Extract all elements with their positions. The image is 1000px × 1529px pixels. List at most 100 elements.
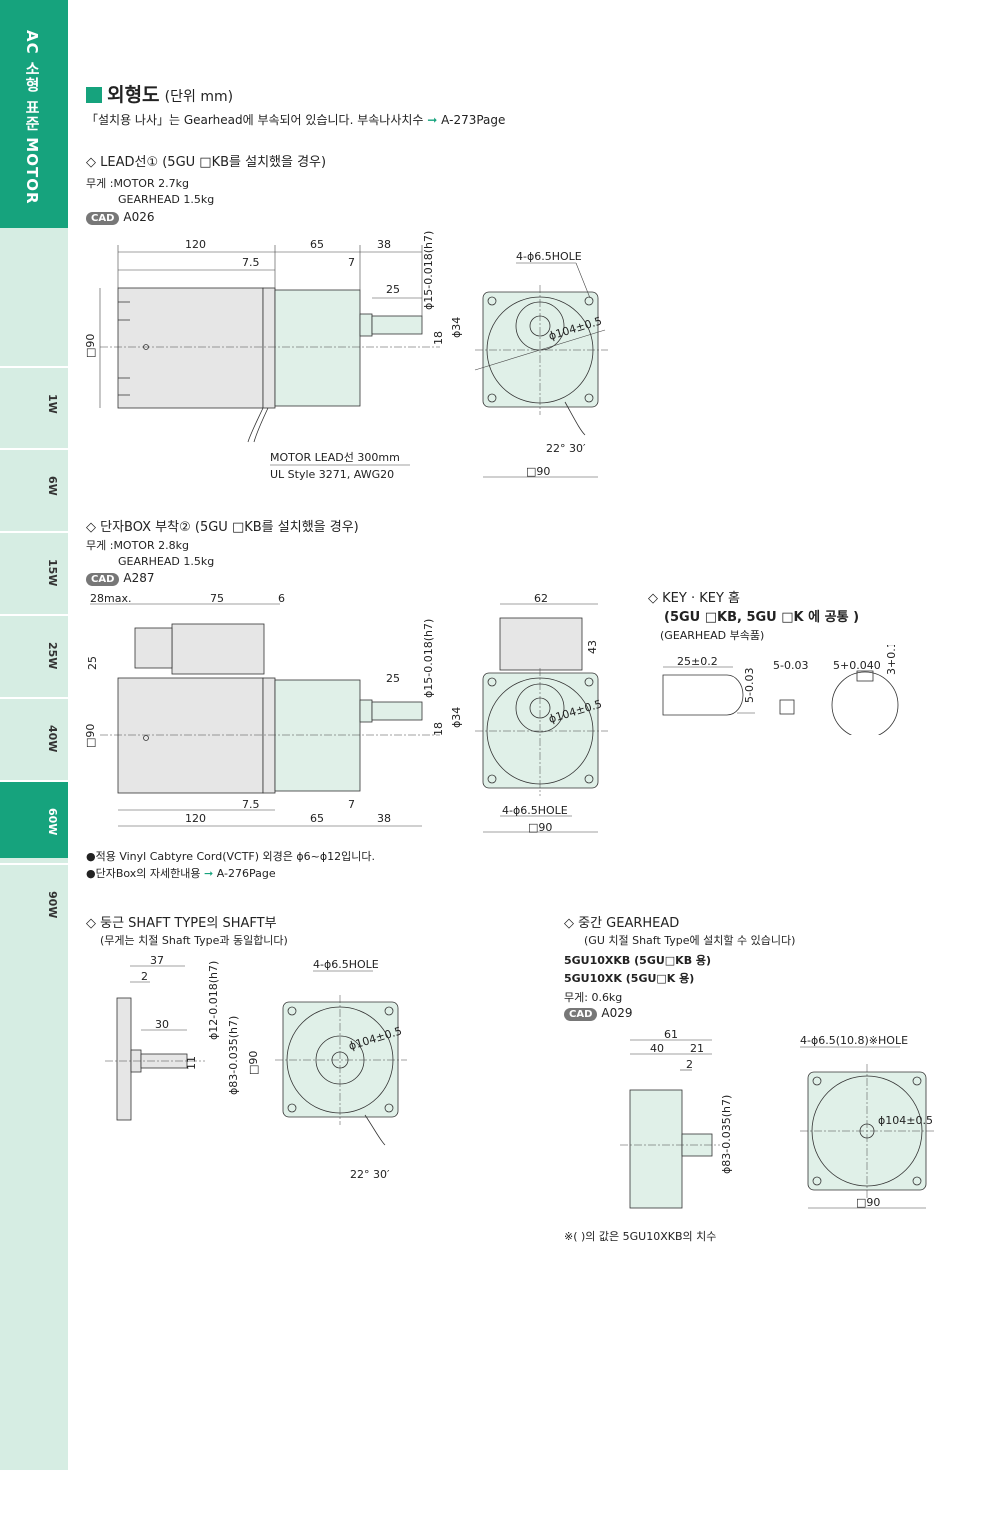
dim-40: 40 xyxy=(650,1042,664,1055)
key-note: (GEARHEAD 부속품) xyxy=(660,629,765,642)
dim-120: 120 xyxy=(185,812,206,825)
dim-hole: 4-ϕ6.5HOLE xyxy=(502,804,568,817)
model-2: 5GU10XK (5GU□K 용) xyxy=(564,972,695,985)
tab-90w[interactable]: 90W xyxy=(0,863,68,941)
terminal-box xyxy=(171,623,265,675)
drawing-key: 25±0.2 5-0.03 5-0.03 5+0.040 3+0.1 xyxy=(662,645,899,735)
dim-pilot: ϕ83-0.035(h7) xyxy=(720,1095,733,1174)
gearhead-body xyxy=(274,679,361,792)
dim-hole: 4-ϕ6.5(10.8)※HOLE xyxy=(800,1034,908,1047)
key-slot: 5+0.040 xyxy=(833,659,881,672)
dim-30: 30 xyxy=(155,1018,169,1031)
arrow-right-icon: ➞ xyxy=(427,113,438,127)
arrow-right-icon: ➞ xyxy=(204,867,214,880)
dim-sq90: □90 xyxy=(856,1196,880,1209)
dim-hole: 4-ϕ6.5HOLE xyxy=(516,250,582,263)
output-shaft xyxy=(371,701,423,721)
dim-7-5: 7.5 xyxy=(242,798,260,811)
dim-11: 11 xyxy=(185,1056,198,1070)
section4-title: ◇ 중간 GEARHEAD xyxy=(564,916,680,931)
key-width: 5-0.03 xyxy=(773,659,808,672)
dim-18: 18 xyxy=(432,722,445,736)
section3-title: ◇ 둥근 SHAFT TYPE의 SHAFT부 xyxy=(86,916,277,931)
dim-37: 37 xyxy=(150,954,164,967)
section2-title: ◇ 단자BOX 부착② (5GU □KB를 설치했을 경우) xyxy=(86,520,359,535)
motor-body xyxy=(117,287,264,409)
dim-7-5: 7.5 xyxy=(242,256,260,269)
tab-1w[interactable]: 1W xyxy=(0,366,68,444)
dim-21: 21 xyxy=(690,1042,704,1055)
flange-side xyxy=(116,997,132,1121)
tab-15w[interactable]: 15W xyxy=(0,531,68,609)
section4-subtitle: (GU 치절 Shaft Type에 설치할 수 있습니다) xyxy=(584,934,796,947)
key-subtitle: (5GU □KB, 5GU □K 에 공통 ) xyxy=(664,610,860,625)
dim-65: 65 xyxy=(310,238,324,251)
dim-38: 38 xyxy=(377,812,391,825)
key-side-view xyxy=(662,674,744,716)
dim-7: 7 xyxy=(348,256,355,269)
dim-angle: 22° 30′ xyxy=(546,442,586,455)
dim-28max: 28max. xyxy=(90,592,131,605)
dim-sq90-front: □90 xyxy=(528,821,552,834)
dim-angle: 22° 30′ xyxy=(350,1168,390,1181)
section2-weight-motor: 무게 :MOTOR 2.8kg xyxy=(86,539,189,552)
dim-43: 43 xyxy=(586,640,599,654)
drawing-intermediate-gearhead: 61 40 21 2 ϕ83-0.035(h7) 4-ϕ6.5(10.8)※HO… xyxy=(620,1028,934,1209)
drawing-lead-type: 120 65 38 7.5 7 25 ϕ15-0.018(h7) 18 ϕ34 … xyxy=(84,231,608,481)
dim-25-left: 25 xyxy=(86,656,99,670)
dim-62: 62 xyxy=(534,592,548,605)
page-ref-link[interactable]: A-273Page xyxy=(441,113,506,127)
square-bullet-icon xyxy=(86,87,102,103)
dim-2: 2 xyxy=(141,970,148,983)
section1-weight-motor: 무게 :MOTOR 2.7kg xyxy=(86,177,189,190)
terminal-box-front xyxy=(499,617,583,671)
section2-note-2: ●단자Box의 자세한내용 ➞ A-276Page xyxy=(86,867,276,880)
dim-pcd: ϕ104±0.5 xyxy=(878,1114,933,1127)
lead-label: MOTOR LEAD선 300mm xyxy=(270,451,400,464)
section3-subtitle: (무게는 치절 Shaft Type과 동일합니다) xyxy=(100,934,288,947)
section2-weight-gear: GEARHEAD 1.5kg xyxy=(118,555,215,568)
dim-2: 2 xyxy=(686,1058,693,1071)
section4-weight: 무게: 0.6kg xyxy=(564,991,623,1004)
section1-title: ◇ LEAD선① (5GU □KB를 설치했을 경우) xyxy=(86,155,327,170)
section1-weight-gear: GEARHEAD 1.5kg xyxy=(118,193,215,206)
sidebar: AC 소형 표준 MOTOR 1W 6W 15W 25W 40W 60W 90W xyxy=(0,0,68,1470)
section4-footnote: ※( )의 값은 5GU10XKB의 치수 xyxy=(564,1230,717,1243)
dim-7: 7 xyxy=(348,798,355,811)
dim-6: 6 xyxy=(278,592,285,605)
shaft-keyway-view xyxy=(831,671,899,735)
dim-shaft: ϕ15-0.018(h7) xyxy=(422,231,435,310)
cad-badge: CAD xyxy=(86,573,120,586)
key-depth: 3+0.1 xyxy=(885,645,898,675)
dim-hole: 4-ϕ6.5HOLE xyxy=(313,958,379,971)
lead-spec: UL Style 3271, AWG20 xyxy=(270,468,394,481)
output-shaft xyxy=(371,315,423,335)
dim-pilot: ϕ83-0.035(h7) xyxy=(227,1016,240,1095)
tab-60w[interactable]: 60W xyxy=(0,780,68,858)
dim-sq90: □90 xyxy=(247,1051,260,1075)
sidebar-header: AC 소형 표준 MOTOR xyxy=(0,0,68,228)
section2-note-1: ●적용 Vinyl Cabtyre Cord(VCTF) 외경은 ϕ6~ϕ12입… xyxy=(86,850,375,863)
key-title: ◇ KEY · KEY 홈 xyxy=(648,591,740,606)
tab-6w[interactable]: 6W xyxy=(0,448,68,526)
tab-40w[interactable]: 40W xyxy=(0,697,68,775)
drawing-round-shaft: 37 2 30 11 ϕ12-0.018(h7) ϕ83-0.035(h7) □… xyxy=(105,954,407,1181)
dim-34: ϕ34 xyxy=(450,707,463,728)
dim-25: 25 xyxy=(386,283,400,296)
cable-gland xyxy=(134,627,173,669)
tab-25w[interactable]: 25W xyxy=(0,614,68,692)
dim-120: 120 xyxy=(185,238,206,251)
dim-sq90: □90 xyxy=(84,334,97,358)
cad-badge: CAD xyxy=(564,1008,598,1021)
dim-sq90-front: □90 xyxy=(526,465,550,478)
dim-34: ϕ34 xyxy=(450,317,463,338)
dim-shaft: ϕ12-0.018(h7) xyxy=(207,961,220,1040)
dim-25: 25 xyxy=(386,672,400,685)
page-ref-link[interactable]: A-276Page xyxy=(216,867,276,880)
cad-badge: CAD xyxy=(86,212,120,225)
intermediate-gearhead-side xyxy=(629,1089,683,1209)
gearhead-body xyxy=(274,289,361,407)
